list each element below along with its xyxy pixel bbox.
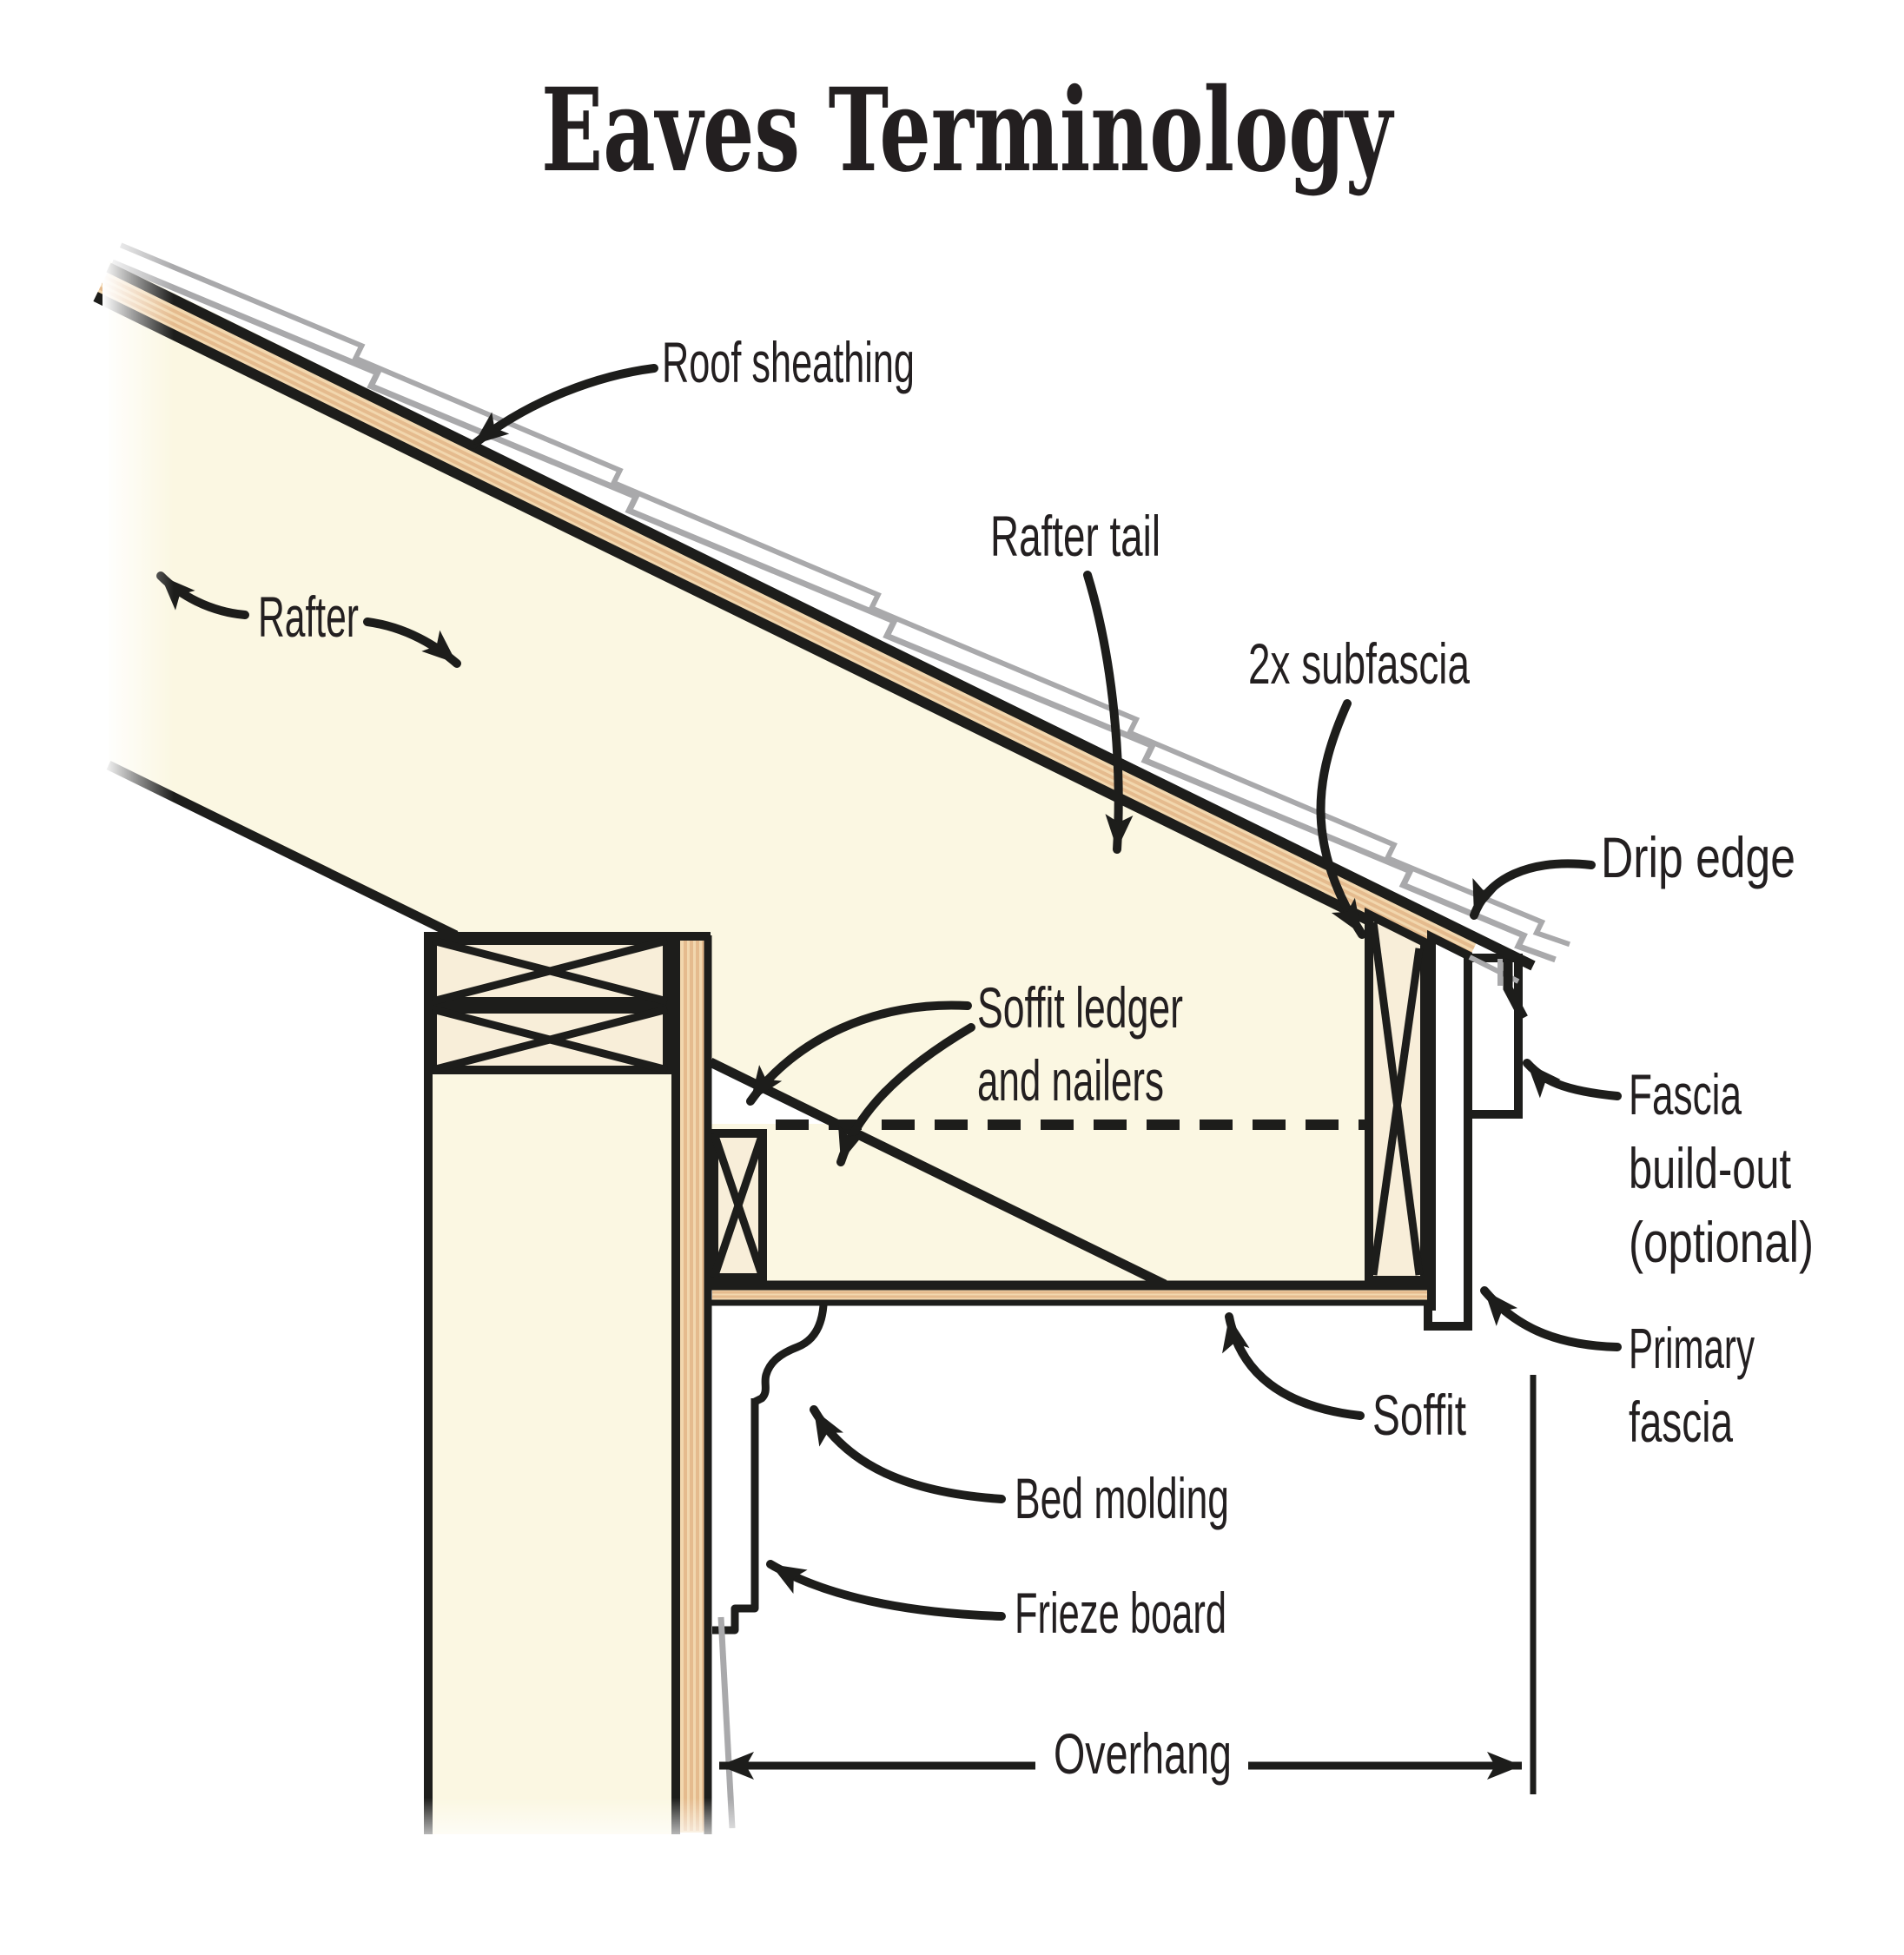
label-drip-edge: Drip edge [1601,825,1795,889]
bottom-mask [400,1848,764,1955]
primary-fascia-arrow [1480,1286,1622,1351]
wall [424,932,712,1834]
rafter-tail-arrow [1083,571,1134,854]
roof-sheathing-arrow [469,364,658,449]
label-soffit-ledger-line1: Soffit ledger [977,975,1183,1040]
frieze-board-arrow [766,1560,1006,1621]
figure-title: Eaves Terminology [541,63,1394,198]
fascia-buildout-block [1464,954,1523,1119]
subfascia-arrow [1316,699,1366,939]
label-soffit: Soffit [1372,1383,1466,1447]
frieze-board-profile [712,1398,759,1635]
bed-molding-profile [752,1304,828,1406]
label-rafter: Rafter [258,585,359,649]
soffit-ledger [710,1129,767,1282]
siding-line [717,1616,736,1829]
bottom-fade [400,1798,764,1852]
label-soffit-ledger-line2: and nailers [977,1048,1164,1113]
shingle-line-outer [119,242,1570,948]
soffit-ledger-arrow [746,1001,972,1106]
drip-edge-flashing [1468,954,1528,1020]
label-subfascia: 2x subfascia [1248,631,1470,696]
label-bed-molding: Bed molding [1015,1466,1229,1530]
label-fascia-buildout-line2: build-out [1629,1136,1791,1200]
label-fascia-buildout-line1: Fascia [1629,1062,1742,1126]
overhang-dimension [719,1375,1537,1794]
soffit-board [711,1280,1440,1306]
label-roof-sheathing: Roof sheathing [662,330,915,394]
left-fade [102,204,174,847]
label-primary-fascia-line2: fascia [1629,1390,1733,1454]
drip-edge-arrow [1470,859,1596,920]
roof-sheathing-band [93,242,1570,968]
label-fascia-buildout-line3: (optional) [1629,1210,1814,1274]
primary-fascia-board [1424,929,1472,1331]
rafter-body [109,261,1431,1283]
top-plates [428,936,671,1074]
rafter-arrow-right [363,618,461,668]
sheathing-bottom-line [93,292,1421,950]
subfascia-board [1365,907,1429,1285]
sheathing-top-line [106,262,1536,971]
label-rafter-tail: Rafter tail [990,504,1160,568]
rafter-tail-underside-line [708,1058,1167,1289]
nailers-arrow [836,1023,975,1166]
shingle-line-inner [111,259,1557,963]
soffit-arrow [1222,1312,1365,1420]
bed-molding-arrow [810,1405,1006,1503]
label-primary-fascia-line1: Primary [1629,1316,1755,1380]
label-frieze-board: Frieze board [1015,1581,1226,1645]
label-overhang: Overhang [1054,1721,1232,1786]
fascia-buildout-arrow [1523,1059,1622,1100]
